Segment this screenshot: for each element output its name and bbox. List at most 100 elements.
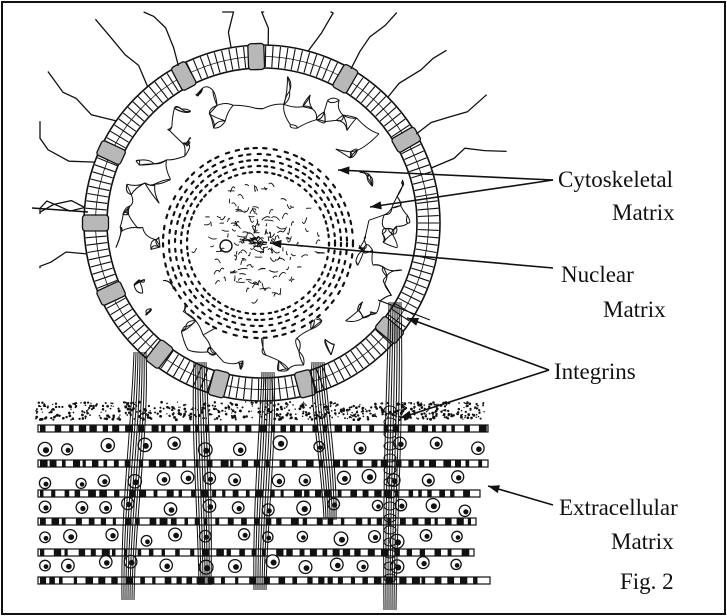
lamina-dash: [318, 279, 319, 281]
fiber-band: [92, 460, 98, 467]
fiber-band: [152, 425, 159, 432]
granule-core: [277, 479, 282, 484]
lamina-dash: [302, 326, 305, 328]
stipple-dot: [287, 412, 289, 414]
lamina-dash: [193, 211, 194, 213]
stipple-dot: [105, 410, 107, 412]
lamina-dash: [183, 225, 184, 228]
stipple-dot: [394, 415, 395, 416]
stipple-dot: [463, 407, 464, 408]
stipple-dot: [65, 416, 67, 418]
fiber-band: [224, 425, 227, 432]
lamina-dash: [215, 157, 218, 159]
fiber-band: [450, 490, 454, 497]
lamina-dash: [208, 161, 211, 163]
stipple-dot: [70, 419, 72, 421]
stipple-dot: [356, 411, 358, 413]
stipple-dot: [218, 415, 220, 417]
fiber-band: [89, 425, 96, 432]
stipple-dot: [160, 401, 163, 404]
stipple-dot: [294, 408, 296, 410]
stipple-dot: [303, 413, 304, 414]
fiber-band: [445, 518, 452, 525]
granule-core: [43, 447, 49, 453]
stipple-dot: [62, 417, 65, 420]
stipple-dot: [146, 413, 147, 414]
surface-filament: [308, 12, 333, 51]
stipple-dot: [178, 409, 181, 412]
fiber-band: [422, 577, 426, 584]
lamina-dash: [317, 308, 319, 310]
lamina-dash: [229, 158, 232, 159]
fiber-band: [276, 549, 283, 556]
stipple-dot: [172, 406, 175, 409]
lamina-dash: [303, 180, 305, 182]
stipple-dot: [258, 407, 260, 409]
stipple-dot: [177, 401, 178, 402]
fiber-band: [341, 518, 344, 525]
stipple-dot: [43, 405, 45, 407]
fiber-band: [303, 518, 307, 525]
lamina-dash: [335, 285, 337, 288]
fiber-band: [420, 549, 425, 556]
granule-core: [425, 534, 430, 539]
lamina-dash: [236, 150, 239, 151]
lamina-dash: [239, 318, 242, 319]
lamina-dash: [166, 215, 167, 218]
granule-core: [302, 506, 308, 512]
lamina-dash: [310, 195, 312, 197]
fiber-band: [395, 460, 401, 467]
lamina-dash: [328, 210, 329, 212]
lamina-dash: [323, 281, 324, 283]
stipple-dot: [333, 403, 335, 405]
lamina-dash: [275, 311, 277, 312]
fiber-band: [290, 425, 295, 432]
stipple-dot: [117, 418, 119, 420]
stipple-dot: [374, 403, 377, 406]
granule-core: [455, 563, 460, 568]
stipple-dot: [425, 414, 426, 415]
stipple-dot: [221, 403, 223, 405]
stipple-dot: [102, 405, 104, 407]
stipple-dot: [435, 410, 438, 413]
lamina-dash: [221, 161, 224, 162]
fiber-band: [40, 490, 44, 497]
lamina-dash: [232, 322, 235, 323]
stipple-dot: [45, 418, 47, 420]
stipple-dot: [83, 401, 86, 404]
stipple-dot: [349, 407, 351, 409]
stipple-dot: [331, 417, 333, 419]
fiber-band: [186, 577, 192, 584]
fiber-band: [239, 549, 245, 556]
stipple-dot: [272, 410, 273, 411]
fiber-band: [256, 490, 263, 497]
lamina-dash: [226, 313, 228, 314]
lamina-dash: [274, 336, 277, 337]
lamina-dash: [184, 292, 186, 295]
stipple-dot: [402, 402, 403, 403]
lamina-dash: [167, 272, 168, 275]
stipple-dot: [81, 414, 84, 417]
stipple-dot: [347, 414, 348, 415]
stipple-dot: [110, 408, 112, 410]
stipple-dot: [190, 409, 192, 411]
stipple-dot: [309, 407, 311, 409]
surface-filament: [144, 12, 179, 66]
lamina-dash: [334, 197, 336, 200]
lamina-dash: [345, 261, 346, 264]
stipple-dot: [70, 409, 71, 410]
fiber-band: [182, 460, 186, 467]
stipple-dot: [464, 417, 466, 419]
fiber-band: [40, 549, 44, 556]
stipple-dot: [88, 407, 90, 409]
lamina-dash: [213, 298, 215, 300]
fiber-band: [149, 460, 156, 467]
lamina-dash: [242, 324, 245, 325]
lamina-dash: [225, 306, 227, 307]
stipple-dot: [477, 405, 479, 407]
stipple-dot: [225, 407, 228, 410]
fiber-band: [169, 460, 176, 467]
granule-core: [162, 477, 168, 483]
lamina-dash: [191, 267, 192, 269]
lamina-dash: [196, 186, 198, 188]
